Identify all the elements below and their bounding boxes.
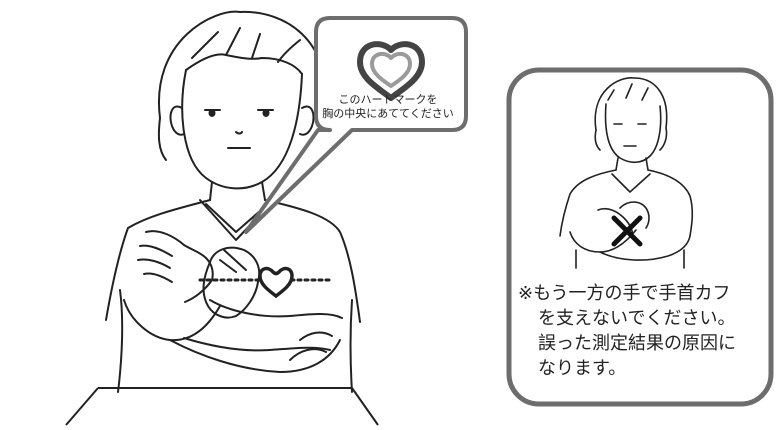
heart-mark-icon [357,41,425,101]
table [65,387,379,426]
callout-bubble [244,16,468,234]
wrist-cuff-device [202,246,261,319]
warning-note-text: ※もう一方の手で手首カフ を支えないでください。 誤った測定結果の原因に なりま… [518,281,768,381]
warning-line-1: ※もう一方の手で手首カフ [518,283,731,304]
warning-line-3: 誤った測定結果の原因に [538,333,736,354]
main-face [181,69,303,190]
callout-line-1: このハートマークを [338,93,438,106]
warning-panel [506,67,774,407]
warning-line-2: を支えないでください。 [538,308,736,329]
callout-line-2: 胸の中央にあててください [322,107,454,120]
callout-text: このハートマークを 胸の中央にあててください [316,93,460,121]
main-hand [145,230,214,303]
warning-line-4: なります。 [538,358,627,379]
main-shirt [105,199,211,321]
device-heart-icon [258,266,294,299]
small-person-figure [559,77,694,269]
wrong-x-mark-icon [611,215,643,247]
